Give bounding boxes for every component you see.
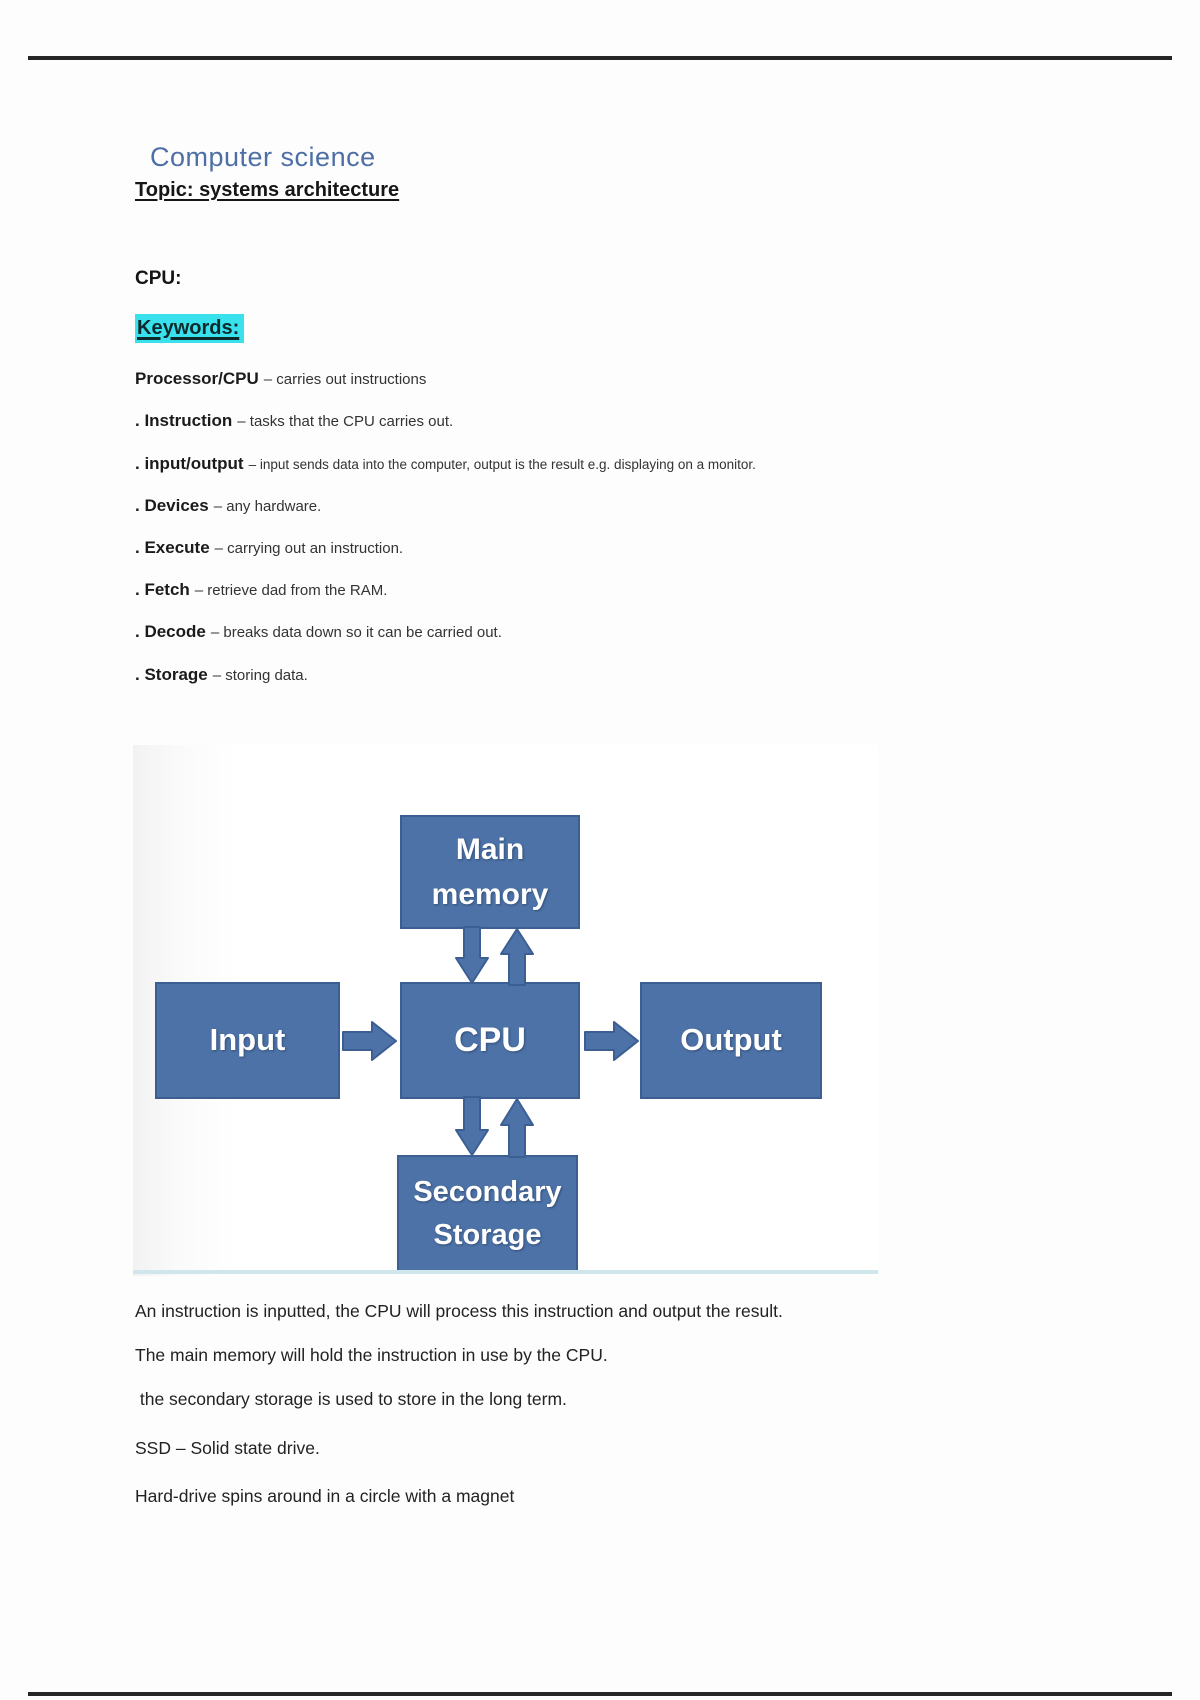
keywords-heading: Keywords: bbox=[135, 314, 245, 343]
keyword-item: . input/output – input sends data into th… bbox=[135, 454, 756, 474]
figure-underline bbox=[133, 1270, 878, 1274]
note-line: the secondary storage is used to store i… bbox=[135, 1389, 567, 1409]
keyword-item: Processor/CPU– carries out instructions bbox=[135, 369, 426, 389]
keyword-item: . Instruction– tasks that the CPU carrie… bbox=[135, 411, 453, 431]
page-topic: Topic: systems architecture bbox=[135, 179, 400, 201]
keyword-item: . Decode– breaks data down so it can be … bbox=[135, 622, 502, 642]
keyword-term: . Storage bbox=[135, 665, 208, 684]
top-divider bbox=[28, 56, 1172, 60]
keyword-definition: – carries out instructions bbox=[263, 371, 427, 388]
keyword-definition: – breaks data down so it can be carried … bbox=[210, 624, 502, 641]
keyword-term: . Fetch bbox=[135, 580, 190, 599]
keyword-definition: – input sends data into the computer, ou… bbox=[248, 457, 756, 472]
arrow-right-icon bbox=[584, 1021, 639, 1061]
keyword-item: . Devices– any hardware. bbox=[135, 496, 321, 516]
note-line: Hard-drive spins around in a circle with… bbox=[135, 1486, 515, 1506]
cpu-architecture-diagram: Main memory Input CPU Output Secondary S… bbox=[133, 745, 878, 1276]
bottom-divider bbox=[28, 1692, 1172, 1696]
keyword-term: . Decode bbox=[135, 622, 206, 641]
note-line: SSD – Solid state drive. bbox=[135, 1438, 320, 1458]
keyword-item: . Storage– storing data. bbox=[135, 665, 308, 685]
keyword-item: . Fetch– retrieve dad from the RAM. bbox=[135, 580, 387, 600]
keyword-term: . Devices bbox=[135, 496, 209, 515]
page-title: Computer science bbox=[150, 142, 376, 172]
arrow-down-icon bbox=[455, 926, 489, 984]
diagram-box-secondary-storage: Secondary Storage bbox=[397, 1155, 578, 1272]
keyword-term: . Instruction bbox=[135, 411, 233, 430]
diagram-box-input: Input bbox=[155, 982, 340, 1099]
keyword-definition: – storing data. bbox=[212, 667, 308, 684]
section-heading-cpu: CPU: bbox=[135, 268, 182, 289]
diagram-box-cpu: CPU bbox=[400, 982, 580, 1099]
keyword-term: . input/output bbox=[135, 454, 244, 473]
arrow-up-icon bbox=[500, 928, 534, 986]
keyword-term: Processor/CPU bbox=[135, 369, 259, 388]
arrow-right-icon bbox=[342, 1021, 397, 1061]
diagram-box-main-memory: Main memory bbox=[400, 815, 580, 929]
note-line: An instruction is inputted, the CPU will… bbox=[135, 1301, 783, 1321]
keyword-definition: – tasks that the CPU carries out. bbox=[237, 413, 454, 430]
keyword-definition: – any hardware. bbox=[213, 498, 322, 515]
arrow-up-icon bbox=[500, 1098, 534, 1158]
diagram-box-output: Output bbox=[640, 982, 822, 1099]
keyword-item: . Execute– carrying out an instruction. bbox=[135, 538, 403, 558]
keyword-definition: – retrieve dad from the RAM. bbox=[194, 582, 388, 599]
keywords-heading-wrap: Keywords: bbox=[135, 314, 245, 343]
keyword-term: . Execute bbox=[135, 538, 210, 557]
note-line: The main memory will hold the instructio… bbox=[135, 1345, 608, 1365]
keyword-definition: – carrying out an instruction. bbox=[214, 540, 404, 557]
arrow-down-icon bbox=[455, 1096, 489, 1156]
